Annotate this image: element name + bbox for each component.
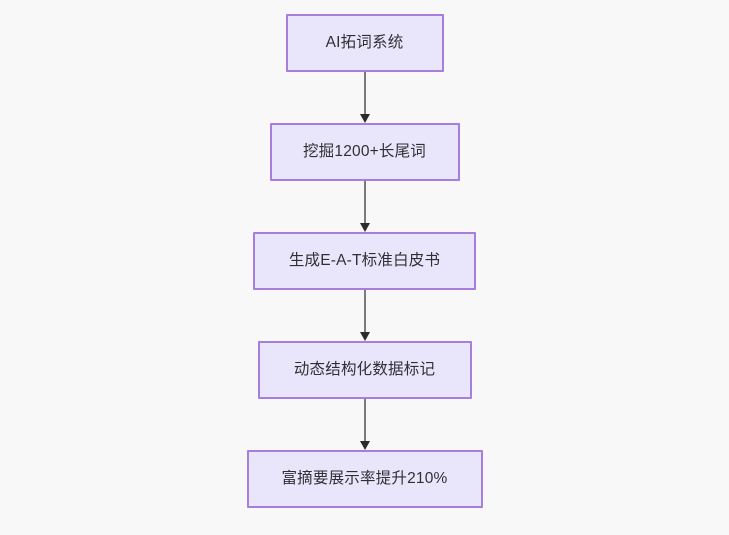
flowchart-node-column: AI拓词系统 挖掘1200+长尾词 生成E-A-T标准白皮书 动态结构化数据标记 <box>0 14 729 508</box>
arrow-down-icon <box>359 332 370 341</box>
edge-line-icon <box>363 399 366 443</box>
flowchart-node-2-label: 挖掘1200+长尾词 <box>302 143 427 161</box>
edge-line-icon <box>363 181 366 225</box>
flowchart-edge-1 <box>359 72 371 123</box>
flowchart-node-1-label: AI拓词系统 <box>325 34 404 52</box>
flowchart-node-2[interactable]: 挖掘1200+长尾词 <box>269 123 460 181</box>
flowchart-node-4[interactable]: 动态结构化数据标记 <box>257 341 472 399</box>
edge-line-icon <box>363 72 366 116</box>
arrow-down-icon <box>359 114 370 123</box>
flowchart-node-5-label: 富摘要展示率提升210% <box>281 470 448 488</box>
flowchart-edge-4 <box>359 399 371 450</box>
flowchart-node-1[interactable]: AI拓词系统 <box>285 14 444 72</box>
flowchart-node-3[interactable]: 生成E-A-T标准白皮书 <box>253 232 476 290</box>
flowchart-edge-3 <box>359 290 371 341</box>
flowchart-node-5[interactable]: 富摘要展示率提升210% <box>246 450 483 508</box>
flowchart-edge-2 <box>359 181 371 232</box>
arrow-down-icon <box>359 223 370 232</box>
edge-line-icon <box>363 290 366 334</box>
flowchart-node-3-label: 生成E-A-T标准白皮书 <box>288 252 441 270</box>
arrow-down-icon <box>359 441 370 450</box>
flowchart-node-4-label: 动态结构化数据标记 <box>293 361 436 379</box>
